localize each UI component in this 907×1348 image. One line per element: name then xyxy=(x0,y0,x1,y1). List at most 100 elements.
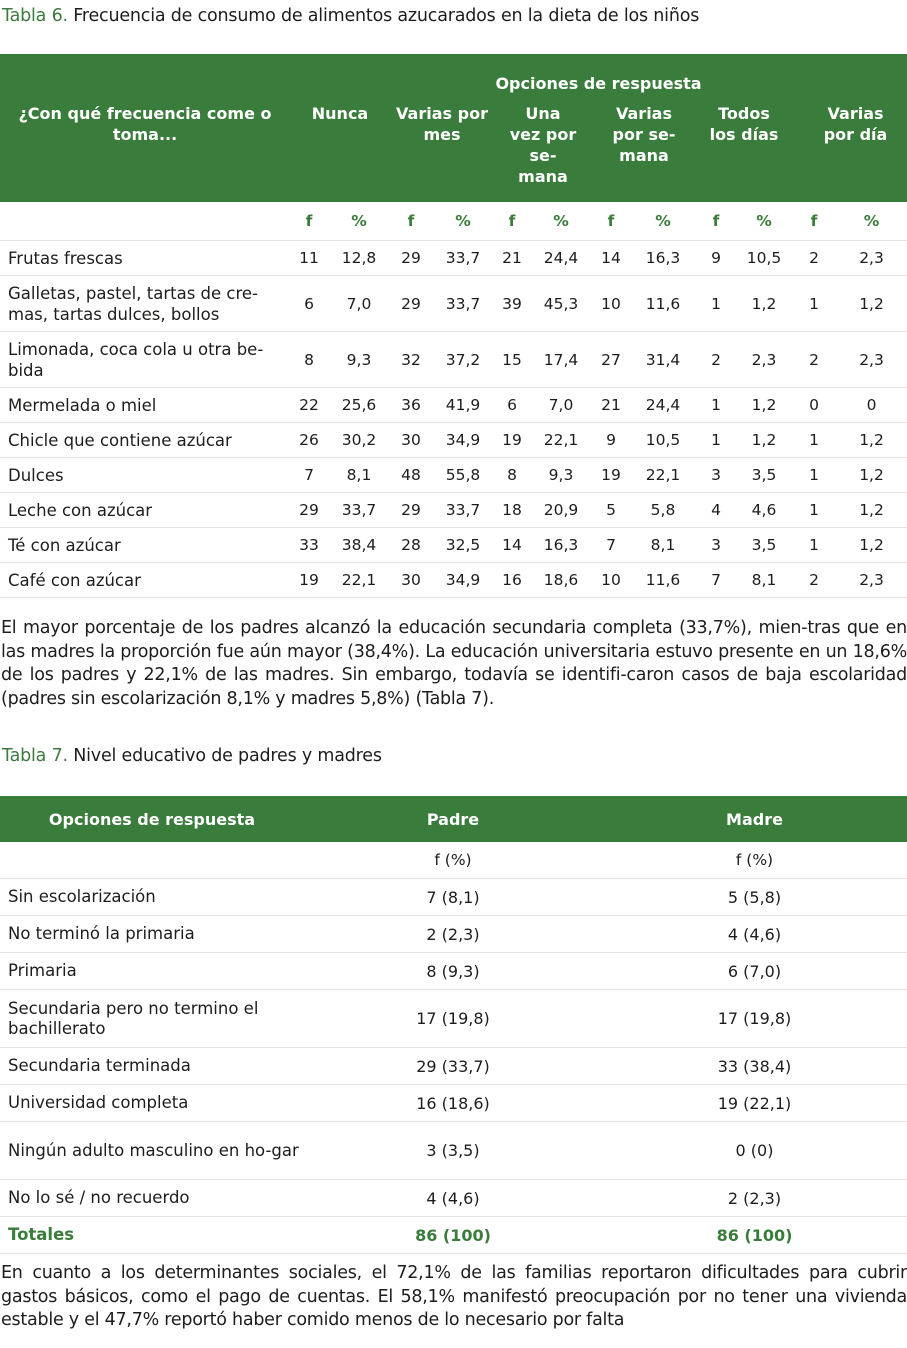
cell-madre: 19 (22,1) xyxy=(602,1084,907,1122)
table7-caption-label: Tabla 7. xyxy=(2,746,68,766)
row-label: Secundaria pero no termino el bachillera… xyxy=(0,989,304,1048)
subheader-cell: f xyxy=(390,202,432,241)
cell-frequency: 7 xyxy=(290,457,328,493)
cell-percent: 2,3 xyxy=(836,562,907,598)
cell-percent: 1,2 xyxy=(836,275,907,332)
cell-frequency: 39 xyxy=(494,275,530,332)
cell-frequency: 8 xyxy=(290,331,328,388)
cell-frequency: 26 xyxy=(290,422,328,458)
cell-percent: 17,4 xyxy=(530,331,592,388)
cell-frequency: 1 xyxy=(792,275,836,332)
cell-frequency: 1 xyxy=(696,275,736,332)
cell-frequency: 2 xyxy=(792,562,836,598)
row-label: Ningún adulto masculino en ho-gar xyxy=(0,1121,304,1180)
cell-frequency: 32 xyxy=(390,331,432,388)
cell-percent: 1,2 xyxy=(836,492,907,528)
subheader-row: f % f % f % f % f % f % xyxy=(0,202,907,241)
row-label: No lo sé / no recuerdo xyxy=(0,1179,304,1217)
cell-padre: 8 (9,3) xyxy=(304,952,602,990)
cell-percent: 22,1 xyxy=(328,562,390,598)
cell-frequency: 21 xyxy=(494,240,530,276)
cell-percent: 8,1 xyxy=(630,527,696,563)
paragraph-education: El mayor porcentaje de los padres alcanz… xyxy=(1,618,907,709)
column-header-opciones: Opciones de respuesta xyxy=(48,809,256,829)
cell-frequency: 5 xyxy=(592,492,630,528)
cell-percent: 2,3 xyxy=(736,331,792,388)
column-header-varias-por-mes: Varias por mes xyxy=(396,104,488,144)
cell-frequency: 27 xyxy=(592,331,630,388)
cell-frequency: 18 xyxy=(494,492,530,528)
cell-percent: 25,6 xyxy=(328,387,390,423)
cell-frequency: 2 xyxy=(792,240,836,276)
row-label: Secundaria terminada xyxy=(0,1047,304,1085)
cell-frequency: 4 xyxy=(696,492,736,528)
cell-percent: 22,1 xyxy=(530,422,592,458)
column-header-madre: Madre xyxy=(726,809,783,829)
cell-percent: 5,8 xyxy=(630,492,696,528)
cell-frequency: 1 xyxy=(696,422,736,458)
column-header-nunca: Nunca xyxy=(311,104,369,123)
cell-frequency: 3 xyxy=(696,457,736,493)
cell-percent: 1,2 xyxy=(736,422,792,458)
paragraph-social-determinants: En cuanto a los determinantes sociales, … xyxy=(1,1263,907,1330)
cell-percent: 33,7 xyxy=(432,492,494,528)
cell-percent: 1,2 xyxy=(836,527,907,563)
totals-row: Totales 86 (100) 86 (100) xyxy=(0,1216,907,1254)
cell-percent: 33,7 xyxy=(432,240,494,276)
row-label: Limonada, coca cola u otra be-bida xyxy=(0,331,290,388)
row-label: Sin escolarización xyxy=(0,878,304,916)
cell-percent: 38,4 xyxy=(328,527,390,563)
cell-percent: 9,3 xyxy=(530,457,592,493)
cell-percent: 16,3 xyxy=(530,527,592,563)
cell-frequency: 48 xyxy=(390,457,432,493)
row-label: Leche con azúcar xyxy=(0,492,290,528)
cell-percent: 3,5 xyxy=(736,457,792,493)
cell-percent: 34,9 xyxy=(432,562,494,598)
subheader-cell: % xyxy=(736,202,792,241)
cell-percent: 11,6 xyxy=(630,275,696,332)
cell-percent: 1,2 xyxy=(736,275,792,332)
cell-frequency: 6 xyxy=(494,387,530,423)
row-label: Primaria xyxy=(0,952,304,990)
cell-percent: 4,6 xyxy=(736,492,792,528)
cell-percent: 20,9 xyxy=(530,492,592,528)
subheader-cell: f xyxy=(494,202,530,241)
cell-frequency: 3 xyxy=(696,527,736,563)
row-label: Café con azúcar xyxy=(0,562,290,598)
table6-caption-text: Frecuencia de consumo de alimentos azuca… xyxy=(73,6,700,26)
cell-madre: 6 (7,0) xyxy=(602,952,907,990)
cell-madre: 2 (2,3) xyxy=(602,1179,907,1217)
totals-padre: 86 (100) xyxy=(304,1216,602,1254)
subheader-cell: % xyxy=(630,202,696,241)
cell-frequency: 9 xyxy=(592,422,630,458)
column-header-una-vez-por-semana: Una vez por se-mana xyxy=(509,104,577,186)
cell-frequency: 7 xyxy=(592,527,630,563)
cell-frequency: 30 xyxy=(390,562,432,598)
table-row: Secundaria pero no termino el bachillera… xyxy=(0,989,907,1048)
cell-percent: 41,9 xyxy=(432,387,494,423)
cell-frequency: 1 xyxy=(792,492,836,528)
subheader-cell: f xyxy=(696,202,736,241)
cell-percent: 31,4 xyxy=(630,331,696,388)
column-header-padre: Padre xyxy=(426,809,480,829)
cell-frequency: 29 xyxy=(390,275,432,332)
cell-percent: 8,1 xyxy=(328,457,390,493)
cell-percent: 3,5 xyxy=(736,527,792,563)
cell-padre: 4 (4,6) xyxy=(304,1179,602,1217)
cell-madre: 4 (4,6) xyxy=(602,915,907,953)
cell-frequency: 0 xyxy=(792,387,836,423)
row-label: No terminó la primaria xyxy=(0,915,304,953)
cell-frequency: 19 xyxy=(494,422,530,458)
cell-frequency: 1 xyxy=(696,387,736,423)
